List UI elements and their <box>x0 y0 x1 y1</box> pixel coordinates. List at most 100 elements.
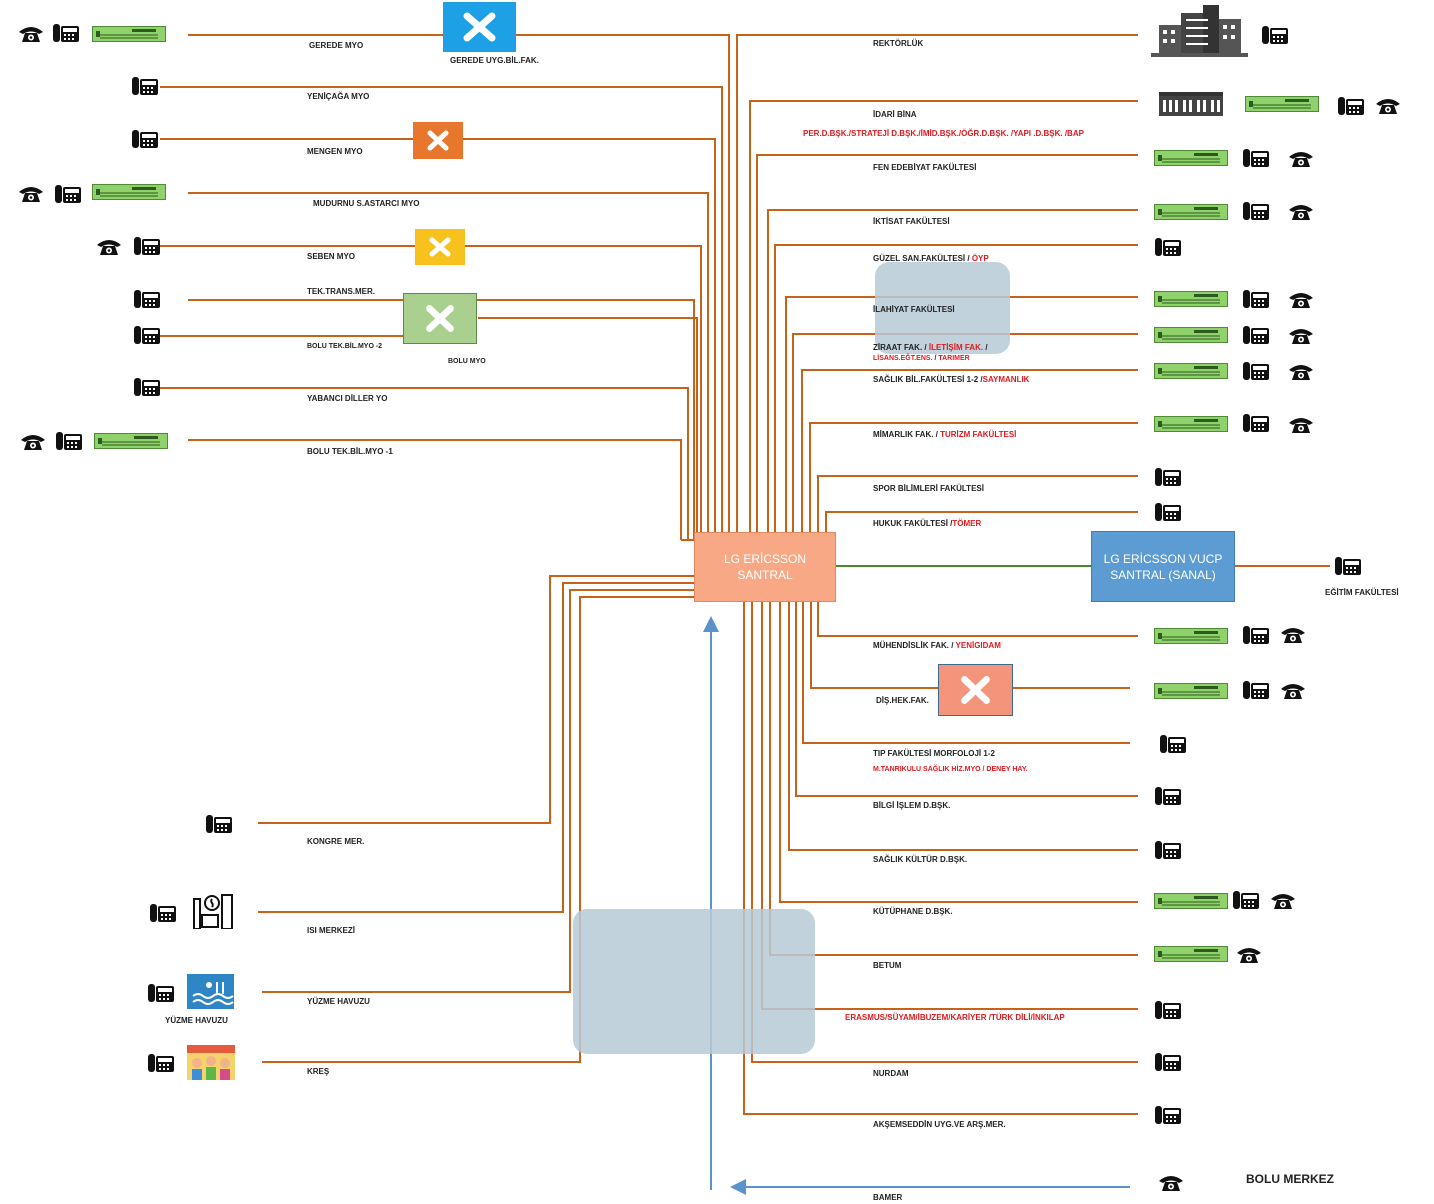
network-switch-icon <box>1154 327 1228 348</box>
node-label: İDARİ BİNA <box>873 110 917 119</box>
node-label: BİLGİ İŞLEM D.BŞK. <box>873 801 951 810</box>
central-label-2: SANTRAL <box>737 568 793 582</box>
node-label: BOLU TEK.BİL.MYO -2 <box>307 343 383 350</box>
network-switch-icon <box>94 433 168 454</box>
node-label: TIP FAKÜLTESİ MORFOLOJİ 1-2 <box>873 749 995 758</box>
node-label-extra: SAYMANLIK <box>982 375 1030 384</box>
network-switch-icon <box>1154 291 1228 312</box>
node-label: SAĞLIK BİL.FAKÜLTESİ 1-2 /SAYMANLIK <box>873 375 1029 384</box>
desk-phone-icon <box>1335 555 1361 582</box>
node-label-tail: / <box>932 355 939 362</box>
desk-phone-icon <box>1243 412 1269 439</box>
node-label: AKŞEMSEDDİN UYG.VE ARŞ.MER. <box>873 1120 1006 1129</box>
rotary-phone-icon <box>1375 97 1401 120</box>
node-sublabel: M.TANRIKULU SAĞLIK HİZ.MYO / DENEY HAY. <box>873 766 1028 773</box>
desk-phone-icon <box>1262 24 1288 51</box>
node-label: BAMER <box>873 1193 903 1202</box>
central-label-1: LG ERİCSSON <box>723 552 807 566</box>
disconnected-x-icon <box>413 122 463 159</box>
network-switch-icon <box>1154 416 1228 437</box>
desk-phone-icon <box>148 982 174 1009</box>
desk-phone-icon <box>1243 147 1269 174</box>
desk-phone-icon <box>148 1052 174 1079</box>
node-label: KONGRE MER. <box>307 837 365 846</box>
node-label-extra: TARIMER <box>938 355 970 362</box>
pool-icon <box>187 974 234 1009</box>
node-label-extra: ÖYP <box>971 254 989 263</box>
desk-phone-icon <box>1243 679 1269 706</box>
rotary-phone-icon <box>1158 1174 1184 1197</box>
rotary-phone-icon <box>1236 946 1262 969</box>
node-label: EĞİTİM FAKÜLTESİ <box>1325 588 1399 597</box>
desk-phone-icon <box>1243 324 1269 351</box>
network-switch-icon <box>1154 893 1228 914</box>
node-label: BETUM <box>873 961 902 970</box>
desk-phone-icon <box>134 288 160 315</box>
node-label: BOLU MYO <box>448 358 486 365</box>
node-label-main: SAĞLIK BİL.FAKÜLTESİ 1-2 / <box>873 375 983 384</box>
desk-phone-icon <box>132 75 158 102</box>
desk-phone-icon <box>1155 466 1181 493</box>
desk-phone-icon <box>1155 839 1181 866</box>
node-label-main: ZİRAAT FAK. / <box>873 343 929 352</box>
virtual-pbx: LG ERİCSSON VUCP SANTRAL (SANAL) <box>1091 531 1235 602</box>
desk-phone-icon <box>1155 501 1181 528</box>
node-label: TEK.TRANS.MER. <box>307 287 375 296</box>
node-label: GEREDE MYO <box>309 41 364 50</box>
node-label: DİŞ.HEK.FAK. <box>876 696 929 705</box>
node-label-extra: TURİZM FAKÜLTESİ <box>940 430 1017 439</box>
rotary-phone-icon <box>1288 363 1314 386</box>
node-sublabel: LİSANS.EĞT.ENS. / TARIMER <box>873 355 970 362</box>
left-lines <box>160 34 730 1063</box>
node-label: YABANCI DİLLER YO <box>307 394 388 403</box>
highlight-region <box>875 262 1010 354</box>
rotary-phone-icon <box>20 433 46 456</box>
network-switch-icon <box>1154 363 1228 384</box>
node-label: İKTİSAT FAKÜLTESİ <box>873 217 950 226</box>
node-label-tail: / <box>983 343 988 352</box>
node-label-main: MÜHENDİSLİK FAK. / <box>873 641 956 650</box>
node-label: BOLU MERKEZ <box>1246 1172 1334 1186</box>
node-label: ZİRAAT FAK. / İLETİŞİM FAK. / <box>873 343 988 352</box>
network-switch-icon <box>1154 946 1228 967</box>
disconnected-x-icon <box>415 229 465 265</box>
node-sublabel: PER.D.BŞK./STRATEJİ D.BŞK./İMİD.BŞK./ÖĞR… <box>803 129 1084 138</box>
node-label: KREŞ <box>307 1067 330 1076</box>
desk-phone-icon <box>134 324 160 351</box>
desk-phone-icon <box>206 813 232 840</box>
desk-phone-icon <box>134 376 160 403</box>
node-label-extra: TÖMER <box>952 519 982 528</box>
node-label: ERASMUS/SÜYAM/İBUZEM/KARİYER /TÜRK DİLİ/… <box>845 1013 1065 1022</box>
network-switch-icon <box>1154 628 1228 649</box>
desk-phone-icon <box>1243 200 1269 227</box>
network-switch-icon <box>1154 683 1228 704</box>
node-label: REKTÖRLÜK <box>873 39 924 48</box>
rotary-phone-icon <box>96 238 122 261</box>
heating-plant-icon <box>192 893 236 930</box>
node-label: MUDURNU S.ASTARCI MYO <box>313 199 420 208</box>
kindergarten-icon <box>187 1045 235 1080</box>
building-icon <box>1151 5 1248 57</box>
virtual-label-1: LG ERİCSSON VUCP <box>1103 551 1223 566</box>
node-label: ISI MERKEZİ <box>307 926 356 935</box>
desk-phone-icon <box>1338 95 1364 122</box>
desk-phone-icon <box>1233 889 1259 916</box>
desk-phone-icon <box>56 430 82 457</box>
node-label-main: GÜZEL SAN.FAKÜLTESİ / <box>873 254 972 263</box>
desk-phone-icon <box>1155 1104 1181 1131</box>
virtual-label-2: SANTRAL (SANAL) <box>1110 567 1216 582</box>
node-label-extra: İLETİŞİM FAK. <box>928 343 984 352</box>
node-label: BOLU TEK.BİL.MYO -1 <box>307 447 393 456</box>
desk-phone-icon <box>150 902 176 929</box>
node-label-main: MİMARLIK FAK. / <box>873 430 941 439</box>
node-label: YENİÇAĞA MYO <box>307 92 370 101</box>
desk-phone-icon <box>134 235 160 262</box>
rotary-phone-icon <box>1280 626 1306 649</box>
rotary-phone-icon <box>1280 682 1306 705</box>
rotary-phone-icon <box>1288 416 1314 439</box>
node-label: HUKUK FAKÜLTESİ /TÖMER <box>873 519 981 528</box>
network-switch-icon <box>92 184 166 205</box>
rotary-phone-icon <box>18 25 44 48</box>
